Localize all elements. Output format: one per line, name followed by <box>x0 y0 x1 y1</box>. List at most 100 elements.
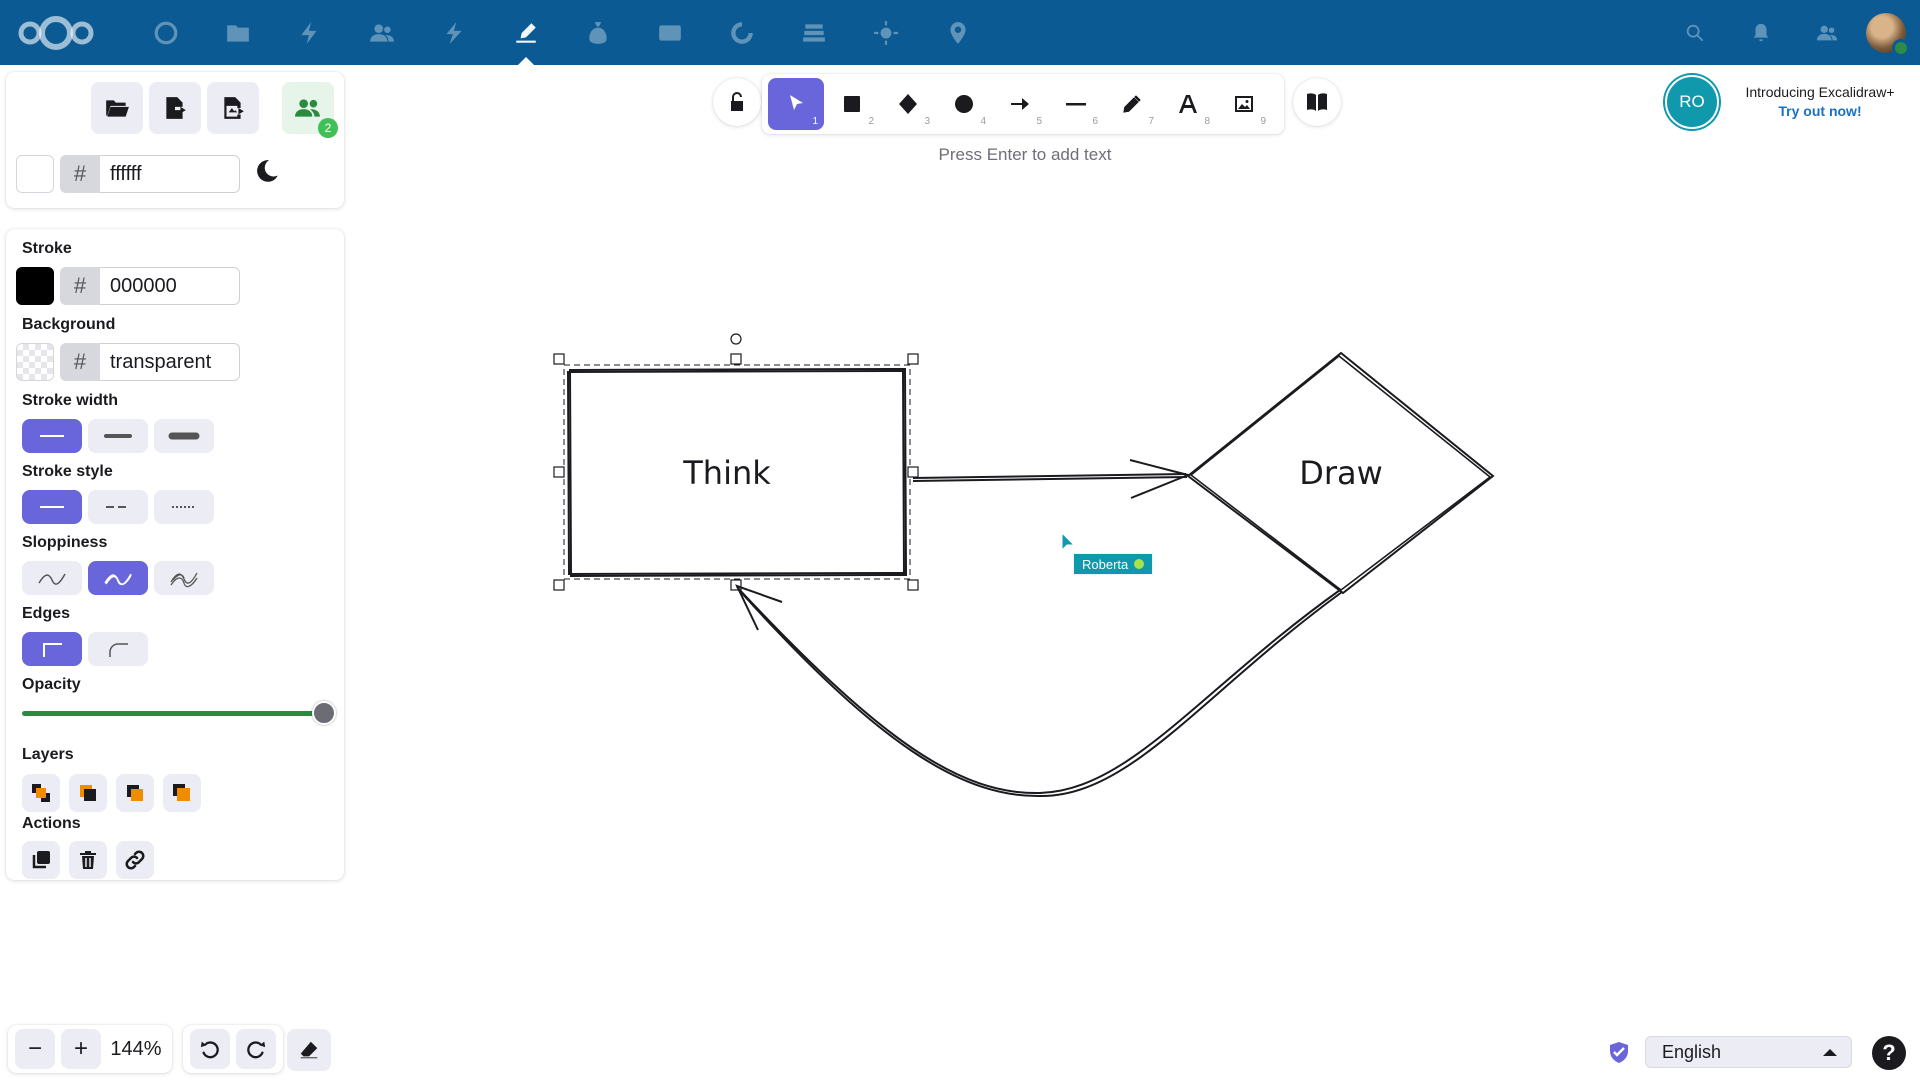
canvas-background-input[interactable]: ffffff <box>100 155 240 193</box>
stroke-width-bold-button[interactable] <box>88 419 148 453</box>
folder-open-icon <box>106 100 129 117</box>
top-navigation-bar <box>0 0 1920 65</box>
bell-icon[interactable] <box>1728 0 1794 65</box>
canvas-background-swatch[interactable] <box>16 155 54 193</box>
redo-icon <box>247 1041 266 1059</box>
zoom-in-button[interactable]: + <box>61 1029 101 1069</box>
help-button[interactable]: ? <box>1872 1036 1906 1070</box>
delete-button[interactable] <box>69 841 107 879</box>
bring-forward-button[interactable] <box>116 774 154 812</box>
line-tool[interactable]: 6 <box>1048 78 1104 130</box>
link-button[interactable] <box>116 841 154 879</box>
export-image-button[interactable] <box>207 82 259 134</box>
settings-icon[interactable] <box>850 0 922 65</box>
sloppiness-cartoonist-button[interactable] <box>154 561 214 595</box>
send-backward-button[interactable] <box>69 774 107 812</box>
opacity-slider-thumb[interactable] <box>312 701 336 725</box>
actions-options <box>22 841 154 879</box>
stroke-style-dotted-button[interactable] <box>154 490 214 524</box>
save-to-button[interactable] <box>149 82 201 134</box>
bring-to-front-button[interactable] <box>163 774 201 812</box>
sloppiness-label: Sloppiness <box>22 534 108 551</box>
zoom-out-button[interactable]: − <box>15 1029 55 1069</box>
deck-icon[interactable] <box>778 0 850 65</box>
undo-button[interactable] <box>190 1029 230 1069</box>
stroke-width-thin-button[interactable] <box>22 419 82 453</box>
ellipse-tool[interactable]: 4 <box>936 78 992 130</box>
hash-prefix: # <box>60 267 100 305</box>
language-value: English <box>1662 1041 1722 1062</box>
encryption-shield-icon[interactable] <box>1607 1040 1631 1064</box>
try-now-link[interactable]: Try out now! <box>1778 103 1862 119</box>
photos-icon[interactable] <box>634 0 706 65</box>
opacity-slider[interactable] <box>22 701 336 725</box>
image-icon <box>1235 96 1253 112</box>
sloppiness-artist-button[interactable] <box>88 561 148 595</box>
dashboard-icon[interactable] <box>130 0 202 65</box>
flash-icon[interactable] <box>418 0 490 65</box>
eraser-button[interactable] <box>287 1029 331 1071</box>
lock-tool-button[interactable] <box>713 78 761 126</box>
language-select[interactable]: English <box>1645 1036 1852 1068</box>
background-color-picker: # transparent <box>16 343 240 381</box>
search-icon[interactable] <box>1662 0 1728 65</box>
contacts-menu-icon[interactable] <box>1794 0 1860 65</box>
redo-button[interactable] <box>236 1029 276 1069</box>
background-color-swatch[interactable] <box>16 343 54 381</box>
stroke-style-dashed-button[interactable] <box>88 490 148 524</box>
user-avatar[interactable] <box>1866 12 1910 57</box>
think-rectangle[interactable] <box>566 367 908 578</box>
collaborator-avatar[interactable]: RO <box>1665 75 1719 129</box>
rectangle-tool[interactable]: 2 <box>824 78 880 130</box>
collaborator-cursor-icon <box>1061 532 1076 552</box>
ellipse-icon <box>955 95 973 113</box>
maps-icon[interactable] <box>922 0 994 65</box>
image-tool[interactable]: 9 <box>1216 78 1272 130</box>
online-status-icon <box>1892 38 1910 57</box>
activity-icon[interactable] <box>274 0 346 65</box>
dark-mode-toggle-icon[interactable] <box>254 158 280 184</box>
selection-tool[interactable]: 1 <box>768 78 824 130</box>
stroke-style-solid-button[interactable] <box>22 490 82 524</box>
edges-sharp-button[interactable] <box>22 632 82 666</box>
circle-icon[interactable] <box>706 0 778 65</box>
header-right <box>1662 0 1920 65</box>
background-color-input[interactable]: transparent <box>100 343 240 381</box>
zoom-controls: − + 144% <box>8 1025 172 1073</box>
stroke-width-extra-bold-button[interactable] <box>154 419 214 453</box>
stroke-color-input[interactable]: 000000 <box>100 267 240 305</box>
link-icon <box>125 850 145 870</box>
shortcut-key: 4 <box>980 116 986 127</box>
send-to-back-button[interactable] <box>22 774 60 812</box>
money-icon[interactable] <box>562 0 634 65</box>
files-icon[interactable] <box>202 0 274 65</box>
whiteboard-icon[interactable] <box>490 0 562 65</box>
shapes-toolbar: 1 2 3 4 5 6 7 8 9 <box>762 74 1284 134</box>
tool-hint: Press Enter to add text <box>938 145 1112 164</box>
arrow-think-to-draw[interactable] <box>912 459 1192 499</box>
open-button[interactable] <box>91 82 143 134</box>
nextcloud-logo[interactable] <box>16 14 96 52</box>
stroke-color-swatch[interactable] <box>16 267 54 305</box>
background-label: Background <box>22 316 116 333</box>
duplicate-button[interactable] <box>22 841 60 879</box>
text-tool[interactable]: 8 <box>1160 78 1216 130</box>
contacts-icon[interactable] <box>346 0 418 65</box>
edges-round-button[interactable] <box>88 632 148 666</box>
draw-tool[interactable]: 7 <box>1104 78 1160 130</box>
element-properties-panel: Stroke # 000000 Background # transparent… <box>6 229 344 880</box>
arrow-tool[interactable]: 5 <box>992 78 1048 130</box>
zoom-level[interactable]: 144% <box>110 1037 162 1060</box>
hash-prefix: # <box>60 155 100 193</box>
trash-icon <box>80 851 96 869</box>
think-label[interactable]: Think <box>682 454 771 492</box>
diamond-tool[interactable]: 3 <box>880 78 936 130</box>
draw-label[interactable]: Draw <box>1299 454 1383 492</box>
sloppiness-architect-button[interactable] <box>22 561 82 595</box>
library-button[interactable] <box>1293 78 1341 126</box>
canvas-actions-panel: 2 # ffffff <box>6 72 344 208</box>
draw-diamond[interactable] <box>1186 351 1495 595</box>
live-collaboration-button[interactable]: 2 <box>282 82 338 138</box>
arrow-draw-to-think[interactable] <box>735 584 1343 798</box>
